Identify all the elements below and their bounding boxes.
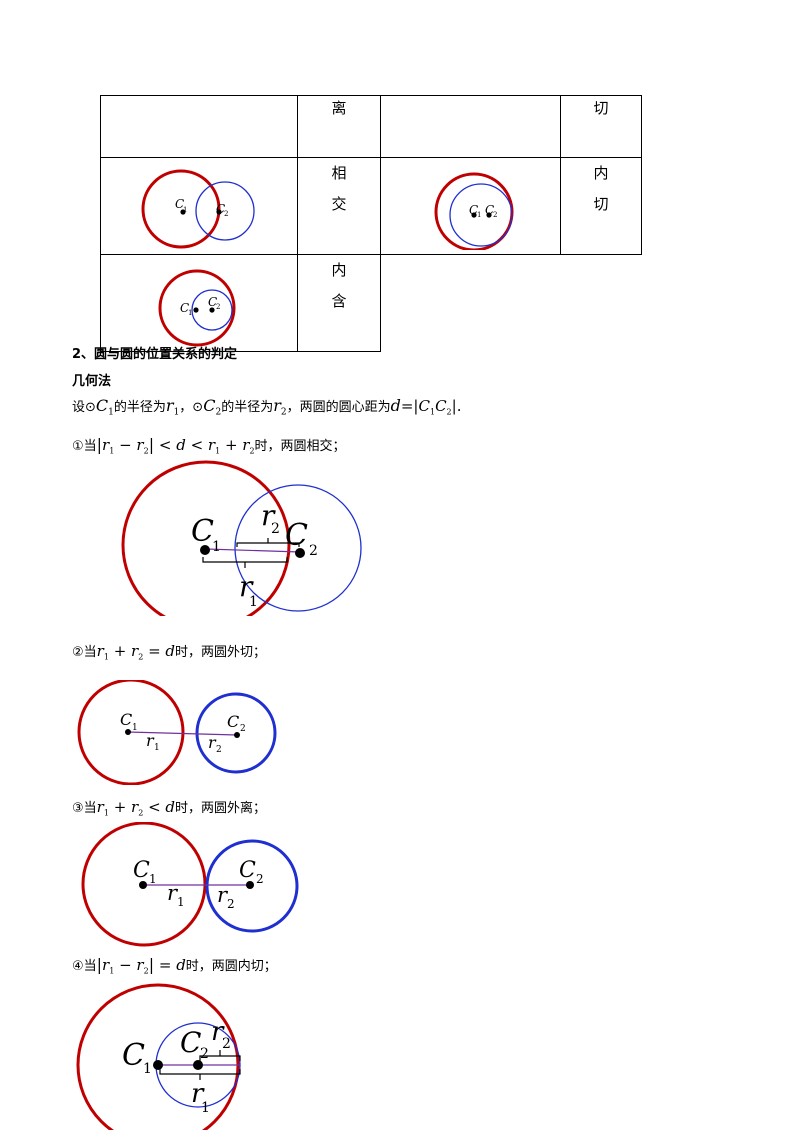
label-c2: C bbox=[485, 203, 494, 217]
label-r2: r bbox=[208, 733, 217, 752]
label-c1: C bbox=[191, 514, 214, 549]
label-r1-sub: 1 bbox=[249, 594, 258, 610]
label-r1: r bbox=[191, 1079, 205, 1109]
label-c1: C bbox=[175, 197, 184, 211]
center-c1 bbox=[139, 881, 147, 889]
label-r2: r bbox=[211, 1017, 225, 1047]
cell-intersect-figure: C 1 C 2 bbox=[100, 157, 298, 255]
circle-c1 bbox=[158, 269, 236, 347]
circle-c2 bbox=[195, 181, 255, 241]
label-r1-sub: 1 bbox=[177, 895, 185, 909]
center-distance-line bbox=[205, 548, 301, 553]
label-c2-sub: 2 bbox=[224, 210, 228, 218]
cell-label-contain: 内 含 bbox=[297, 254, 381, 352]
label-c1-sub: 1 bbox=[188, 309, 192, 317]
case1-sentence: ①当|r1 − r2| < d < r1 + r2时，两圆相交； bbox=[72, 435, 346, 456]
label-c1-sub: 1 bbox=[212, 539, 221, 555]
circle-c1 bbox=[121, 460, 291, 616]
center-c1 bbox=[180, 209, 186, 215]
relation-table: 离 切 C 1 C 2 相 交 bbox=[100, 95, 642, 352]
case2-sentence: ②当r1 + r2 = d时，两圆外切； bbox=[72, 642, 267, 662]
r1-bracket bbox=[202, 557, 288, 563]
label-c2-sub: 2 bbox=[309, 543, 318, 559]
label-c1: C bbox=[122, 1038, 145, 1073]
label-r1: r bbox=[146, 731, 155, 750]
contain-small-figure: C 1 C 2 bbox=[158, 269, 236, 347]
cell-contain-figure: C 1 C 2 bbox=[100, 254, 298, 352]
center-c1 bbox=[200, 545, 210, 555]
label-c1: C bbox=[120, 710, 132, 729]
center-distance-line bbox=[127, 731, 238, 736]
label-c1: C bbox=[469, 203, 478, 217]
label-r2-sub: 2 bbox=[216, 745, 222, 755]
center-c2 bbox=[486, 212, 492, 218]
circle-c1 bbox=[77, 680, 185, 785]
case4-sentence: ④当|r1 − r2| = d时，两圆内切； bbox=[72, 955, 277, 976]
label-c2-sub: 2 bbox=[216, 303, 220, 311]
case3-sentence: ③当r1 + r2 < d时，两圆外离； bbox=[72, 798, 267, 818]
cell-internal-tangent-figure: C 1 C 2 bbox=[380, 157, 561, 255]
label-c1-sub: 1 bbox=[149, 872, 157, 886]
label-c1: C bbox=[180, 301, 189, 315]
method-heading: 几何法 bbox=[72, 374, 112, 389]
label-c2: C bbox=[208, 295, 217, 309]
label-r2: r bbox=[261, 499, 276, 532]
label-r2-sub: 2 bbox=[271, 521, 280, 537]
label-c1-sub: 1 bbox=[477, 211, 481, 219]
circle-c1 bbox=[141, 169, 221, 249]
circle-c1 bbox=[76, 983, 240, 1130]
center-c2 bbox=[193, 1060, 203, 1070]
circle-c2 bbox=[195, 692, 277, 774]
label-c2-sub: 2 bbox=[240, 724, 246, 734]
circle-c2 bbox=[191, 289, 233, 331]
label-c2-sub: 2 bbox=[256, 872, 264, 886]
circle-c2 bbox=[234, 484, 362, 612]
section-heading: 2、圆与圆的位置关系的判定 bbox=[72, 347, 238, 362]
label-c1-sub: 1 bbox=[132, 723, 138, 733]
label-c2-sub: 2 bbox=[200, 1046, 209, 1062]
cell-label-intersect: 相 交 bbox=[297, 157, 381, 255]
internal-tangent-small-figure: C 1 C 2 bbox=[434, 172, 514, 252]
label-c1-sub: 1 bbox=[183, 206, 187, 214]
circle-c1 bbox=[81, 822, 207, 947]
label-r1-sub: 1 bbox=[154, 743, 160, 753]
center-c2 bbox=[216, 209, 222, 215]
label-r1-sub: 1 bbox=[201, 1100, 210, 1116]
center-c2 bbox=[209, 307, 215, 313]
circle-c2 bbox=[449, 183, 513, 247]
center-c1 bbox=[193, 307, 199, 313]
cell-label-tangent: 切 bbox=[560, 95, 642, 158]
intro-sentence: 设⊙C1的半径为r1，⊙C2的半径为r2，两圆的圆心距为d=|C1C2|. bbox=[72, 396, 462, 418]
label-r1: r bbox=[167, 881, 179, 905]
label-c2: C bbox=[239, 858, 256, 883]
center-c1 bbox=[471, 212, 477, 218]
label-r2-sub: 2 bbox=[227, 897, 235, 911]
label-c2: C bbox=[180, 1026, 201, 1059]
intersect-small-figure: C 1 C 2 bbox=[141, 169, 255, 249]
center-c1 bbox=[153, 1060, 163, 1070]
center-c2 bbox=[234, 732, 240, 738]
r1-bracket bbox=[159, 1069, 241, 1075]
cell-empty-2 bbox=[380, 95, 561, 158]
label-r2: r bbox=[217, 883, 229, 907]
intersect-large-figure: C 1 C 2 r 2 r 1 bbox=[121, 460, 362, 616]
external-separate-figure: C 1 C 2 r 1 r 2 bbox=[81, 822, 299, 947]
label-c2-sub: 2 bbox=[493, 211, 497, 219]
label-c2: C bbox=[285, 518, 308, 553]
center-c2 bbox=[246, 881, 254, 889]
label-r2-sub: 2 bbox=[222, 1036, 231, 1052]
cell-label-internal-tangent: 内 切 bbox=[560, 157, 642, 255]
internal-tangent-large-figure: C 1 C 2 r 2 r 1 bbox=[76, 983, 241, 1130]
circle-c2 bbox=[205, 839, 299, 933]
center-c2 bbox=[295, 548, 305, 558]
center-c1 bbox=[125, 729, 131, 735]
external-tangent-figure: C 1 C 2 r 1 r 2 bbox=[77, 680, 277, 785]
label-c1-sub: 1 bbox=[143, 1061, 152, 1077]
cell-label-separate: 离 bbox=[297, 95, 381, 158]
label-r1: r bbox=[239, 570, 254, 603]
cell-empty-1 bbox=[100, 95, 298, 158]
label-c1: C bbox=[133, 858, 150, 883]
label-c2: C bbox=[216, 202, 225, 216]
label-c2: C bbox=[227, 712, 239, 731]
